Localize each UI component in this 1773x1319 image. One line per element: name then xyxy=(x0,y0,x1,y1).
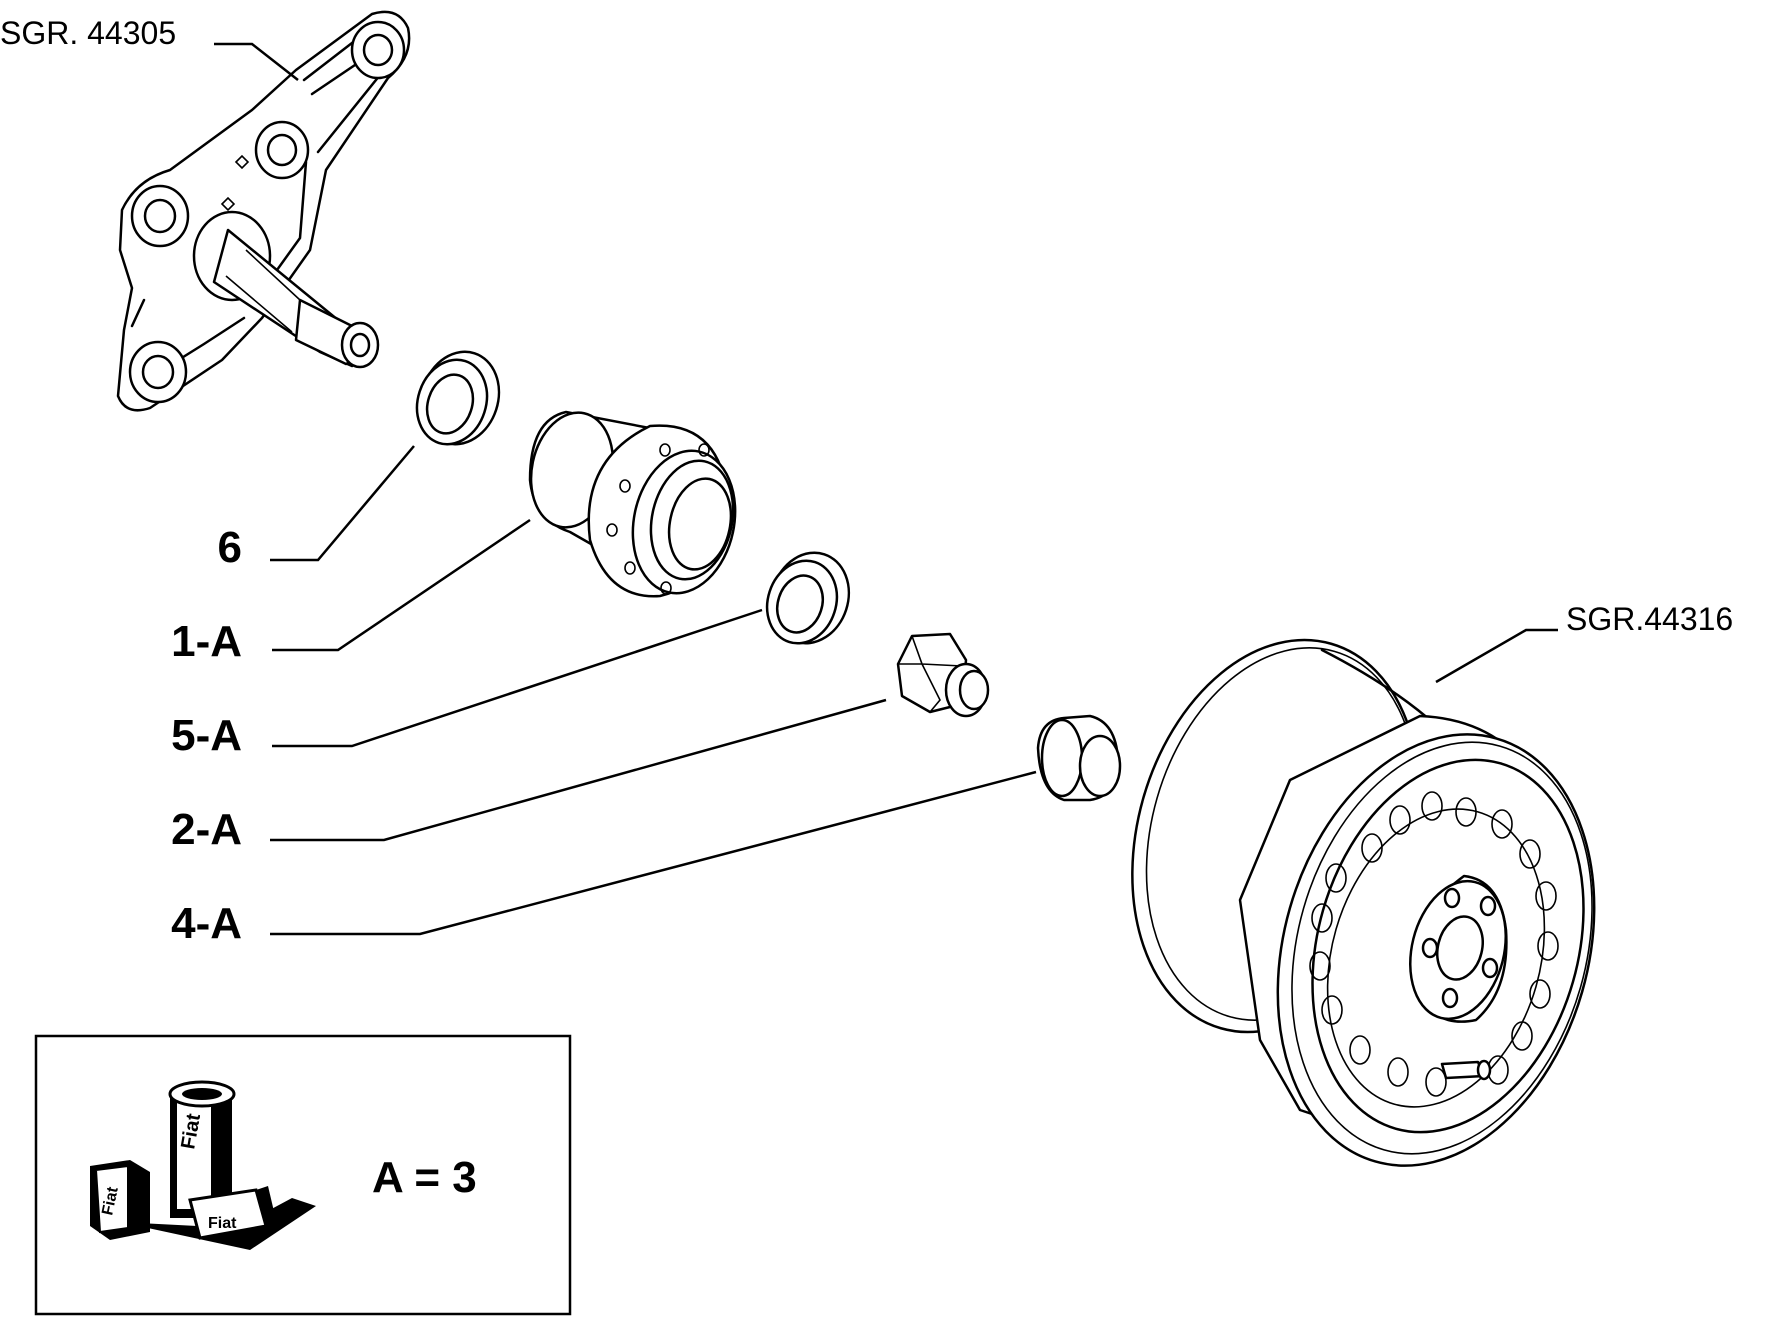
callout-5-A[interactable]: 5-A xyxy=(171,711,242,760)
box-label-left: Fiat xyxy=(99,1185,122,1217)
group-ref-knuckle[interactable]: SGR. 44305 xyxy=(0,15,176,51)
box-label-bottom: Fiat xyxy=(208,1215,237,1232)
callout-2-A[interactable]: 2-A xyxy=(171,805,242,854)
callout-1-A[interactable]: 1-A xyxy=(171,617,242,666)
quantity-value: A = 3 xyxy=(372,1153,477,1202)
wheel-hub xyxy=(528,410,737,598)
callout-4-A[interactable]: 4-A xyxy=(171,899,242,948)
hub-cap xyxy=(1036,714,1122,802)
stub-axle-knuckle xyxy=(116,10,411,412)
steel-wheel-rim xyxy=(1131,638,1596,1167)
leader-lines xyxy=(214,42,1558,936)
quantity-legend-box: Fiat Fiat Fiat A = 3 xyxy=(34,1034,572,1316)
group-ref-wheel[interactable]: SGR.44316 xyxy=(1566,601,1733,637)
inner-bearing xyxy=(415,350,501,446)
hub-nut xyxy=(896,632,990,718)
fiat-parts-kit-icon: Fiat Fiat Fiat xyxy=(90,1080,316,1250)
outer-bearing xyxy=(765,551,851,645)
callout-6[interactable]: 6 xyxy=(218,523,242,572)
